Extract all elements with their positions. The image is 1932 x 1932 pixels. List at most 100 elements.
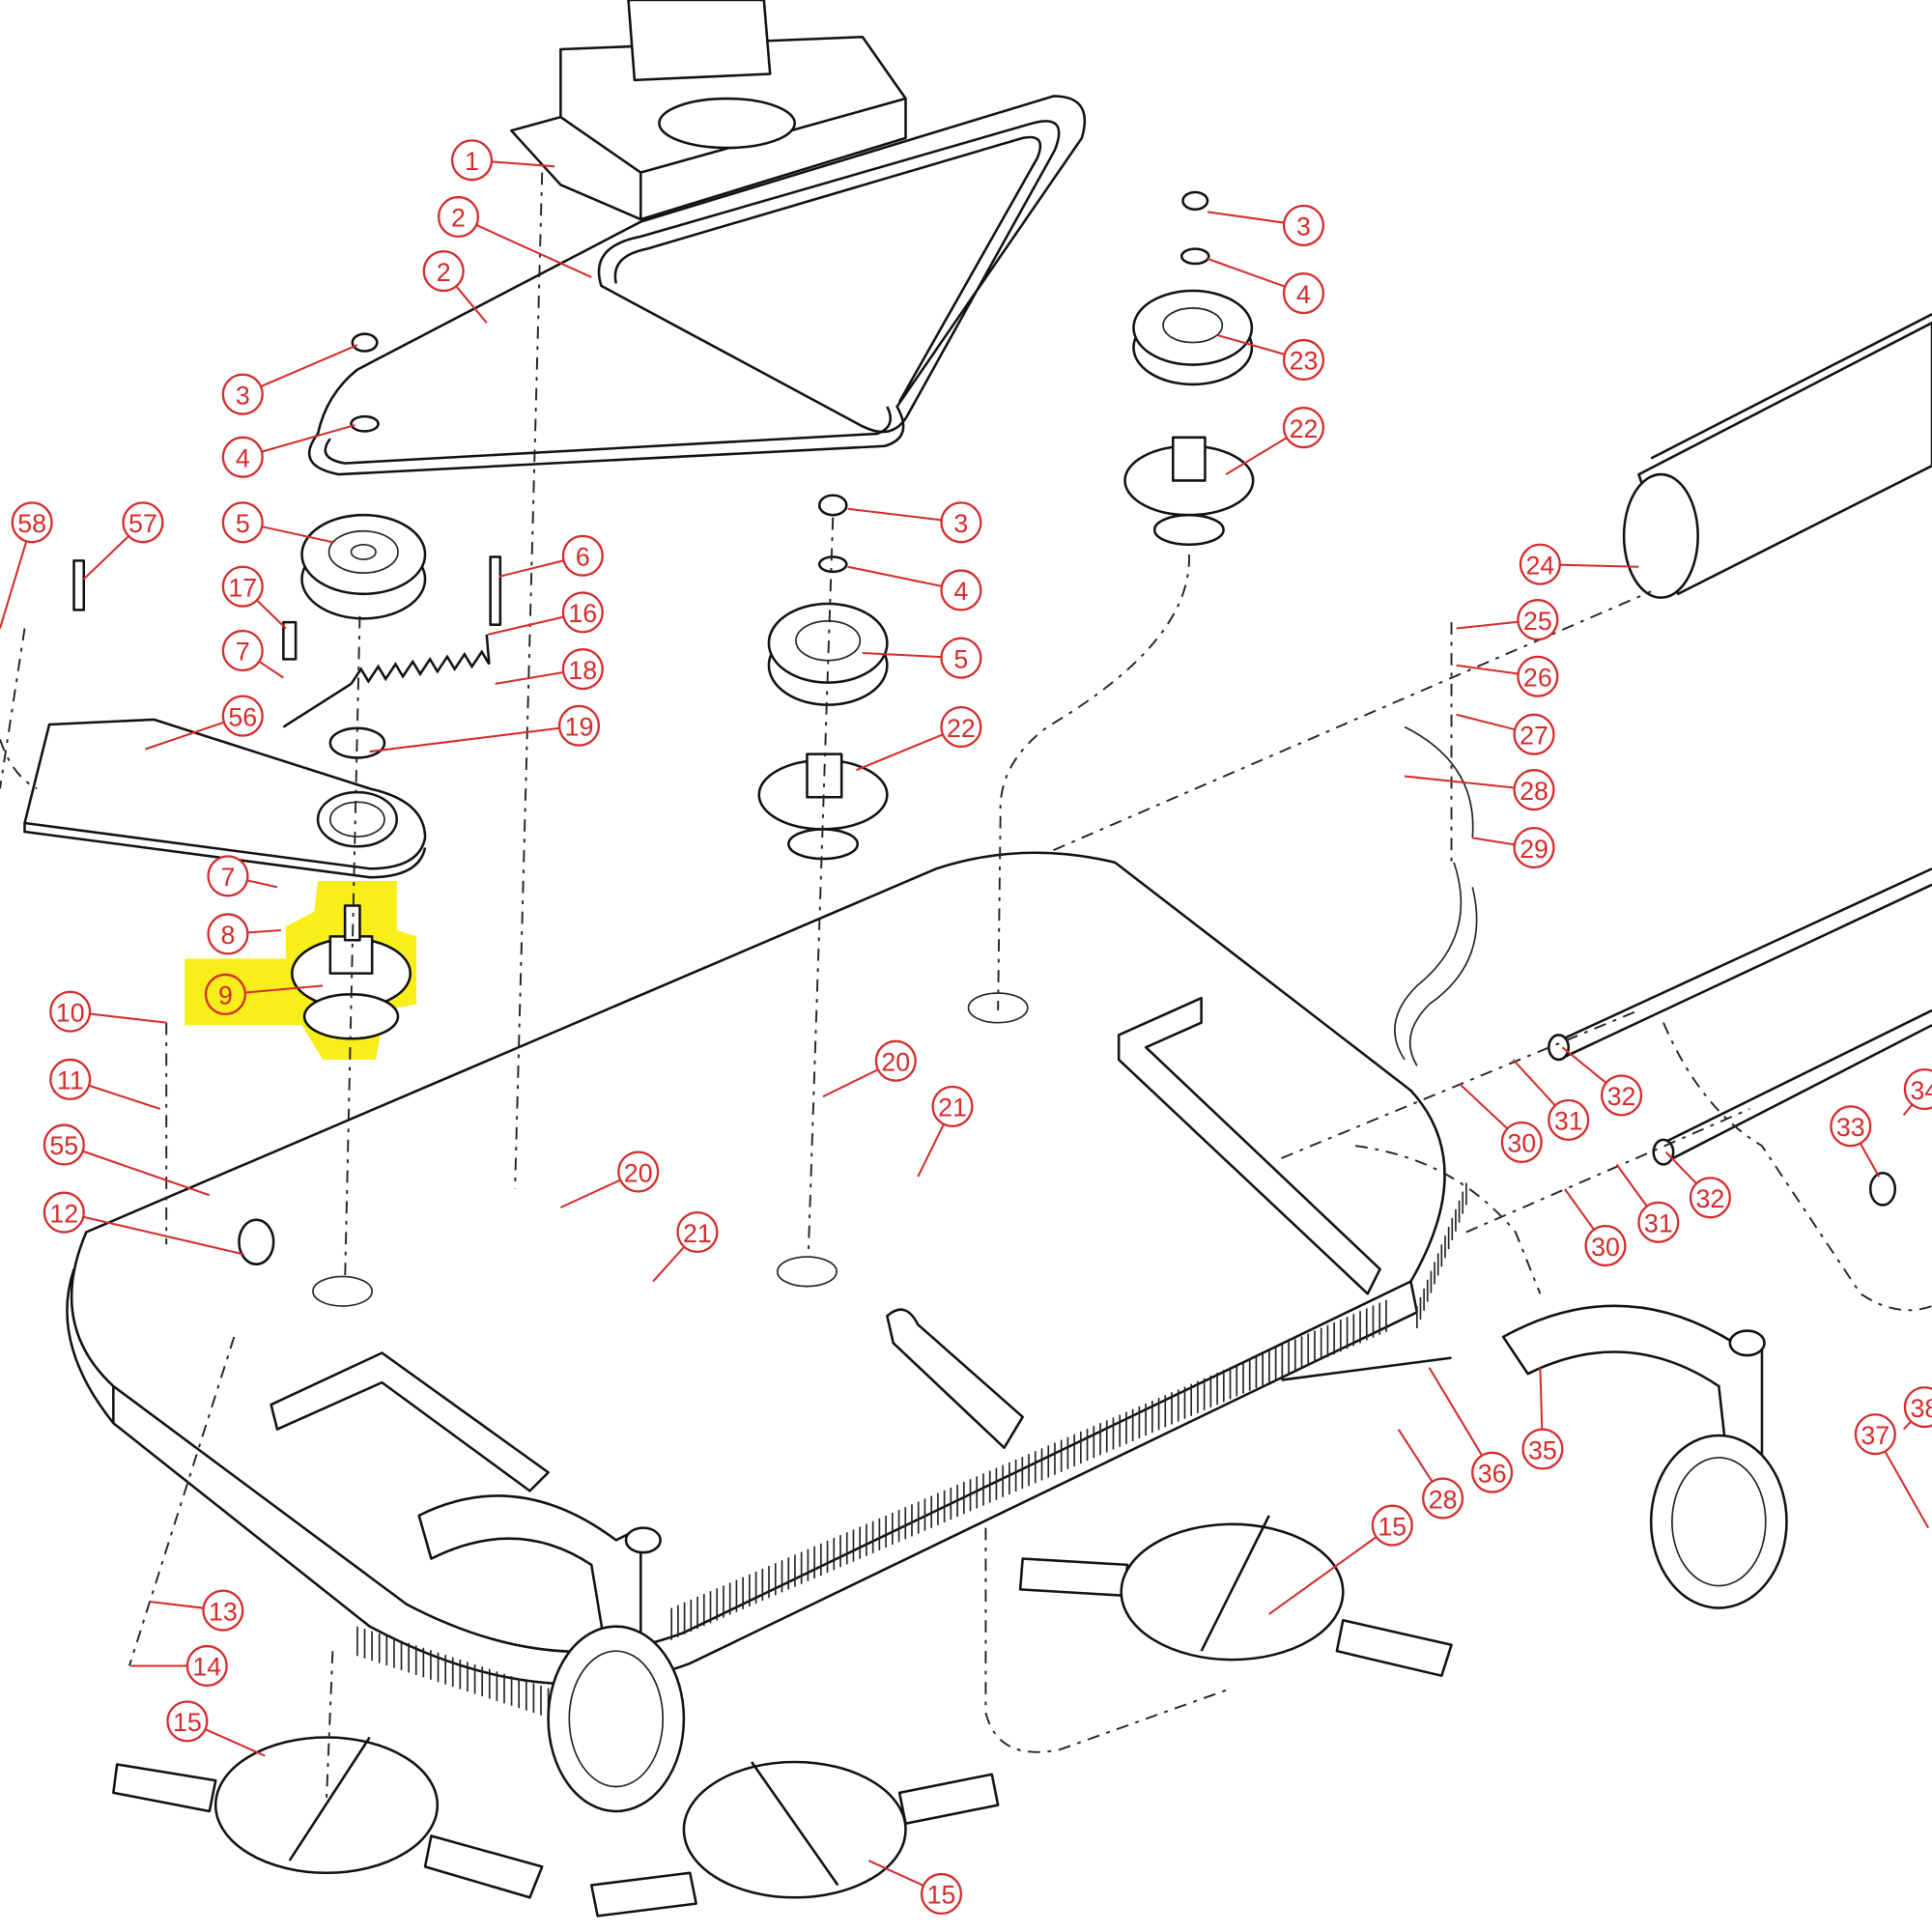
callout-56: 56 [145, 695, 264, 751]
callout-circle [1548, 1098, 1590, 1141]
callout-leader [82, 1215, 244, 1256]
callout-leader [1859, 1143, 1881, 1178]
callout-12: 12 [43, 1191, 244, 1256]
callout-circle [221, 629, 264, 672]
callout-leader [89, 1012, 167, 1024]
callout-leader [83, 535, 129, 581]
callout-label: 31 [1644, 1209, 1673, 1238]
callout-circle [1584, 1224, 1627, 1267]
callout-label: 57 [128, 509, 157, 538]
rod [1549, 867, 1932, 1163]
callout-leader [82, 1150, 211, 1197]
callout-leader [1404, 775, 1515, 789]
callout-circle [1282, 204, 1325, 246]
callout-leader [150, 1601, 204, 1609]
callout-label: 3 [1296, 213, 1311, 242]
callout-circle [1517, 655, 1559, 697]
callout-30: 30 [1459, 1083, 1543, 1163]
callout-label: 15 [927, 1881, 956, 1910]
brush-teeth [356, 1182, 1467, 1719]
callout-label: 4 [236, 443, 250, 472]
callout-leader [1428, 1367, 1484, 1457]
callout-35: 35 [1521, 1367, 1564, 1470]
callout-leader [862, 652, 942, 659]
callout-leader [205, 1728, 266, 1757]
callout-circle [1282, 338, 1325, 382]
callout-leader [0, 541, 28, 629]
callout-2: 2 [422, 250, 488, 324]
callout-circle [1282, 272, 1325, 315]
callout-leader [1459, 1083, 1509, 1130]
callout-label: 26 [1523, 664, 1552, 693]
callout-circle [617, 1151, 660, 1193]
callout-label: 19 [565, 713, 594, 742]
callout-circle [920, 1872, 963, 1916]
callout-label: 25 [1523, 607, 1552, 636]
callout-circle [940, 637, 982, 679]
callout-leader [1456, 620, 1519, 630]
callout-11: 11 [49, 1058, 161, 1110]
callout-leader [1397, 1429, 1434, 1483]
callout-label: 56 [228, 702, 257, 731]
callout-14: 14 [130, 1644, 228, 1688]
callout-10: 10 [49, 990, 167, 1033]
callout-circle [204, 973, 246, 1015]
rear-roller [1622, 313, 1932, 599]
callout-circle [207, 855, 249, 897]
callout-circle [1422, 1477, 1464, 1520]
callout-circle [561, 648, 604, 691]
callout-label: 23 [1290, 347, 1319, 376]
callout-30: 30 [1564, 1188, 1627, 1267]
callout-circle [49, 1058, 92, 1100]
callout-label: 32 [1607, 1082, 1636, 1111]
blade-disc [1018, 1515, 1453, 1677]
callout-label: 7 [221, 863, 236, 892]
callout-circle [1513, 826, 1555, 869]
callout-17: 17 [221, 565, 287, 630]
callout-label: 11 [57, 1066, 84, 1095]
callout-13: 13 [150, 1589, 244, 1632]
callout-label: 14 [192, 1653, 221, 1682]
callout-label: 5 [953, 644, 968, 673]
callout-28: 28 [1397, 1429, 1464, 1520]
callout-leader [1268, 1536, 1378, 1615]
callout-circle [43, 1123, 85, 1166]
callout-leader [369, 726, 560, 753]
callout-circle [561, 534, 604, 577]
callout-circle [1601, 1074, 1643, 1117]
callout-leader [917, 1123, 945, 1178]
callout-circle [1903, 1386, 1932, 1429]
callout-21: 21 [652, 1210, 719, 1283]
callout-circle [1521, 1428, 1564, 1470]
callout-22: 22 [856, 705, 982, 772]
callout-label: 3 [236, 381, 250, 410]
callout-leader [822, 1068, 879, 1098]
callout-20: 20 [822, 1039, 917, 1098]
chain [1394, 862, 1478, 1066]
caster-wheel-rear [1501, 1304, 1788, 1609]
callout-circle [1830, 1105, 1872, 1148]
callout-label: 20 [881, 1047, 910, 1076]
callout-circle [221, 501, 264, 544]
callout-20: 20 [559, 1151, 660, 1208]
callout-circle [1637, 1201, 1680, 1243]
callout-leader [1512, 1059, 1556, 1107]
callout-circle [450, 139, 494, 182]
callout-leader [487, 615, 564, 636]
callout-label: 21 [683, 1219, 712, 1248]
callout-label: 5 [236, 509, 250, 538]
callout-26: 26 [1456, 655, 1559, 697]
callout-circle [676, 1210, 719, 1254]
callout-circle [1517, 599, 1559, 641]
callout-label: 58 [17, 509, 46, 538]
callout-15: 15 [1268, 1504, 1413, 1615]
callout-circle [1854, 1413, 1896, 1456]
callout-55: 55 [43, 1123, 211, 1197]
callout-3: 3 [221, 344, 358, 415]
callout-7: 7 [207, 855, 278, 897]
callout-6: 6 [498, 534, 604, 578]
callout-21: 21 [917, 1085, 974, 1178]
callout-circle [221, 695, 264, 737]
